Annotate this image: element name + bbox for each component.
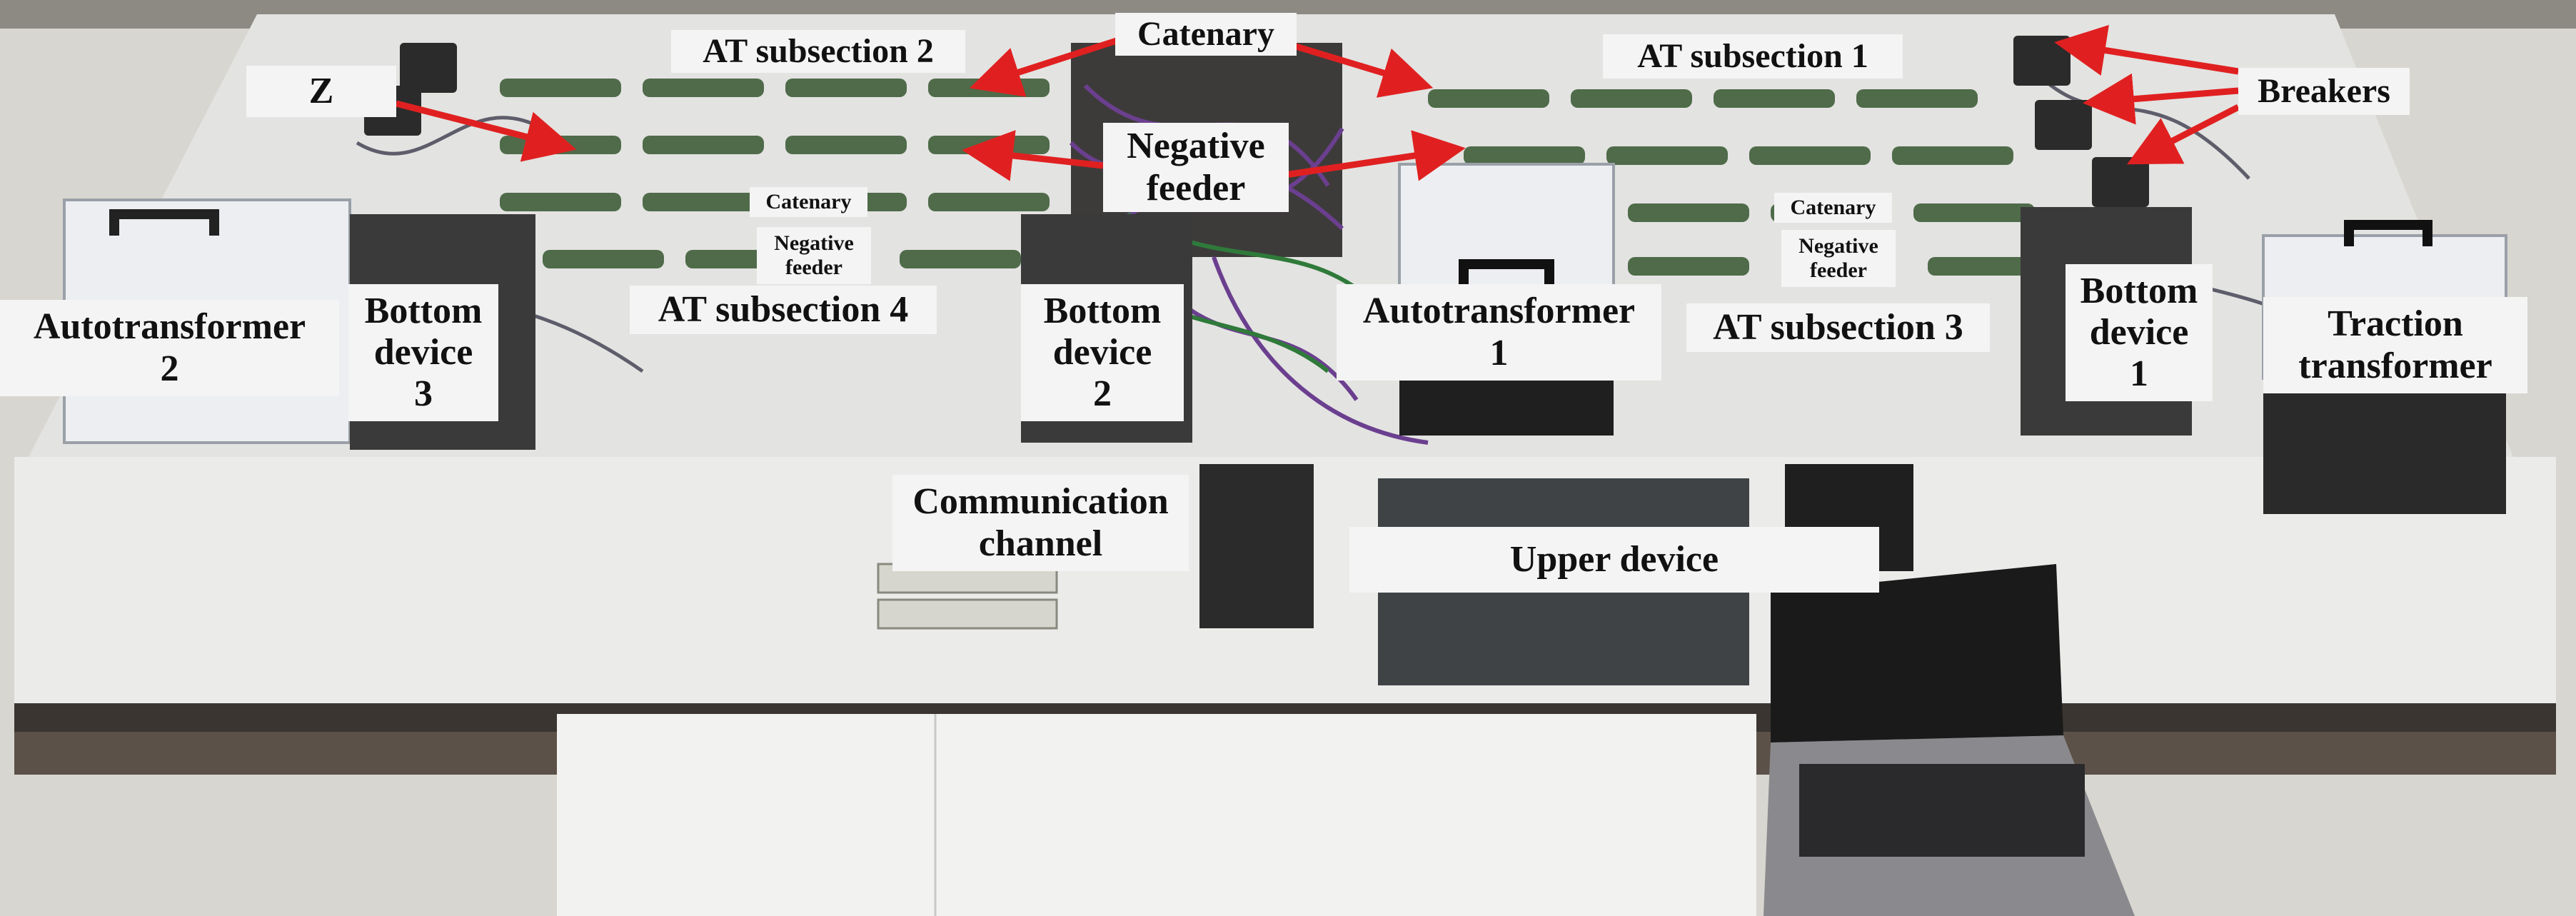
label-at-subsection-1: AT subsection 1 (1603, 34, 1903, 79)
label-bottom-device-3: Bottom device 3 (348, 284, 498, 421)
label-catenary-small-right: Catenary (1774, 193, 1892, 223)
label-z: Z (246, 66, 396, 117)
arrow-negative-right (1284, 130, 1466, 181)
label-bottom-device-1: Bottom device 1 (2066, 264, 2213, 401)
laptop-screen (1771, 564, 2063, 743)
label-at-subsection-3: AT subsection 3 (1686, 303, 1990, 352)
label-negative-feeder-top: Negative feeder (1103, 123, 1289, 212)
label-autotransformer-2: Autotransformer 2 (0, 300, 339, 396)
label-catenary-top: Catenary (1115, 13, 1297, 56)
router-box (1199, 464, 1314, 628)
label-catenary-small-left: Catenary (750, 187, 867, 217)
arrow-breakers-2 (2083, 73, 2239, 125)
label-upper-device: Upper device (1349, 527, 1879, 593)
communication-box-2 (877, 598, 1058, 630)
label-at-subsection-4: AT subsection 4 (630, 286, 937, 334)
laptop-keyboard (1799, 764, 2085, 857)
near-table (557, 714, 1756, 916)
label-traction-transformer: Traction transformer (2263, 297, 2527, 393)
arrow-breakers-1 (2054, 24, 2239, 76)
label-autotransformer-1: Autotransformer 1 (1337, 284, 1661, 381)
label-negative-feeder-small-right: Negative feeder (1781, 230, 1896, 287)
arrow-breakers-3 (2126, 104, 2240, 165)
arrow-negative-left (962, 130, 1104, 181)
arrow-catenary-left (969, 36, 1122, 97)
label-negative-feeder-small-left: Negative feeder (757, 227, 871, 284)
label-at-subsection-2: AT subsection 2 (671, 30, 965, 73)
label-communication-channel: Communication channel (892, 475, 1189, 571)
arrow-catenary-right (1294, 43, 1434, 98)
arrow-z (395, 100, 577, 162)
resistor-rows (500, 79, 2049, 276)
label-breakers: Breakers (2238, 68, 2410, 115)
label-bottom-device-2: Bottom device 2 (1021, 284, 1184, 421)
annotation-arrows (395, 24, 2240, 181)
